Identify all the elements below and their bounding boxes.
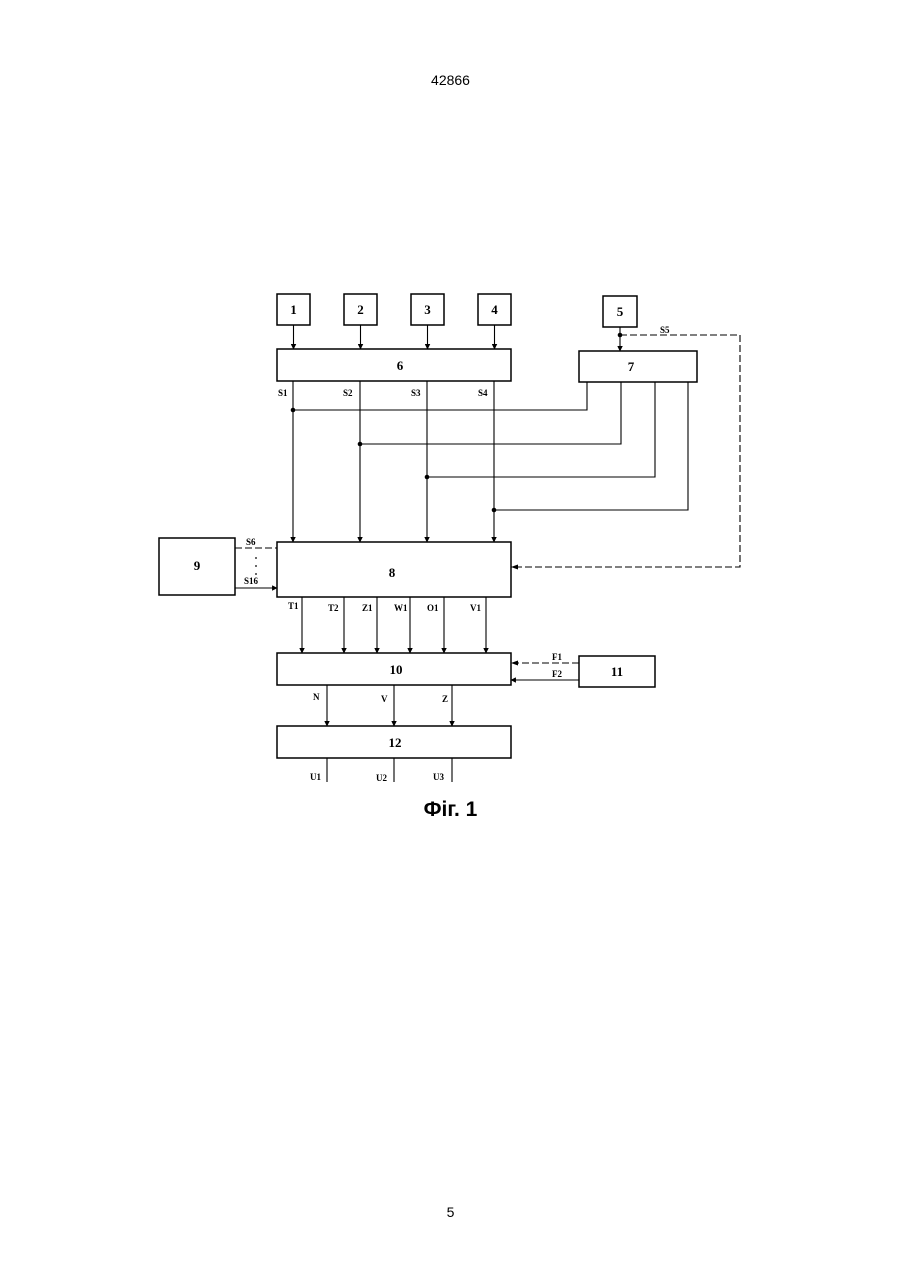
block-7: 7 bbox=[579, 351, 697, 382]
block-1-label: 1 bbox=[290, 302, 297, 317]
block-4: 4 bbox=[478, 294, 511, 325]
block-11: 11 bbox=[579, 656, 655, 687]
block-6-label: 6 bbox=[397, 358, 404, 373]
block-12: 12 bbox=[277, 726, 511, 758]
signal-f1: F1 bbox=[552, 652, 562, 662]
signal-v: V bbox=[381, 694, 388, 704]
block-9: 9 bbox=[159, 538, 235, 595]
signal-u3: U3 bbox=[433, 772, 444, 782]
figure-caption: Фіг. 1 bbox=[0, 798, 901, 822]
signal-s3: S3 bbox=[411, 388, 421, 398]
block-11-label: 11 bbox=[611, 664, 623, 679]
signal-s6: S6 bbox=[246, 537, 256, 547]
block-7-outputs bbox=[291, 382, 688, 512]
block-8-label: 8 bbox=[389, 565, 396, 580]
signal-u1: U1 bbox=[310, 772, 321, 782]
signal-s16: S16 bbox=[244, 576, 259, 586]
block-9-label: 9 bbox=[194, 558, 201, 573]
s-bus-lines bbox=[293, 381, 494, 542]
block-12-label: 12 bbox=[389, 735, 402, 750]
signal-z: Z bbox=[442, 694, 448, 704]
input-connectors bbox=[294, 325, 495, 349]
page-number: 5 bbox=[0, 1204, 901, 1220]
signal-v1: V1 bbox=[470, 603, 481, 613]
s5-connector bbox=[511, 327, 740, 570]
block-3: 3 bbox=[411, 294, 444, 325]
signal-w1: W1 bbox=[394, 603, 408, 613]
block-8: 8 bbox=[277, 542, 511, 597]
block-4-label: 4 bbox=[491, 302, 498, 317]
block-7-label: 7 bbox=[628, 359, 635, 374]
signal-t1: T1 bbox=[288, 601, 299, 611]
signal-s2: S2 bbox=[343, 388, 353, 398]
signal-f2: F2 bbox=[552, 669, 562, 679]
block-2-label: 2 bbox=[357, 302, 364, 317]
signal-o1: O1 bbox=[427, 603, 439, 613]
block-1: 1 bbox=[277, 294, 310, 325]
signal-t2: T2 bbox=[328, 603, 339, 613]
block-3-label: 3 bbox=[424, 302, 431, 317]
block-11-bus bbox=[511, 661, 579, 681]
block-10-outputs bbox=[327, 685, 452, 726]
signal-s4: S4 bbox=[478, 388, 488, 398]
signal-n: N bbox=[313, 692, 320, 702]
block-5-label: 5 bbox=[617, 304, 624, 319]
block-10-label: 10 bbox=[390, 662, 403, 677]
signal-z1: Z1 bbox=[362, 603, 373, 613]
block-5: 5 bbox=[603, 296, 637, 327]
signal-s5: S5 bbox=[660, 325, 670, 335]
signal-u2: U2 bbox=[376, 773, 387, 783]
block-2: 2 bbox=[344, 294, 377, 325]
block-10: 10 bbox=[277, 653, 511, 685]
block-6: 6 bbox=[277, 349, 511, 381]
signal-s1: S1 bbox=[278, 388, 288, 398]
